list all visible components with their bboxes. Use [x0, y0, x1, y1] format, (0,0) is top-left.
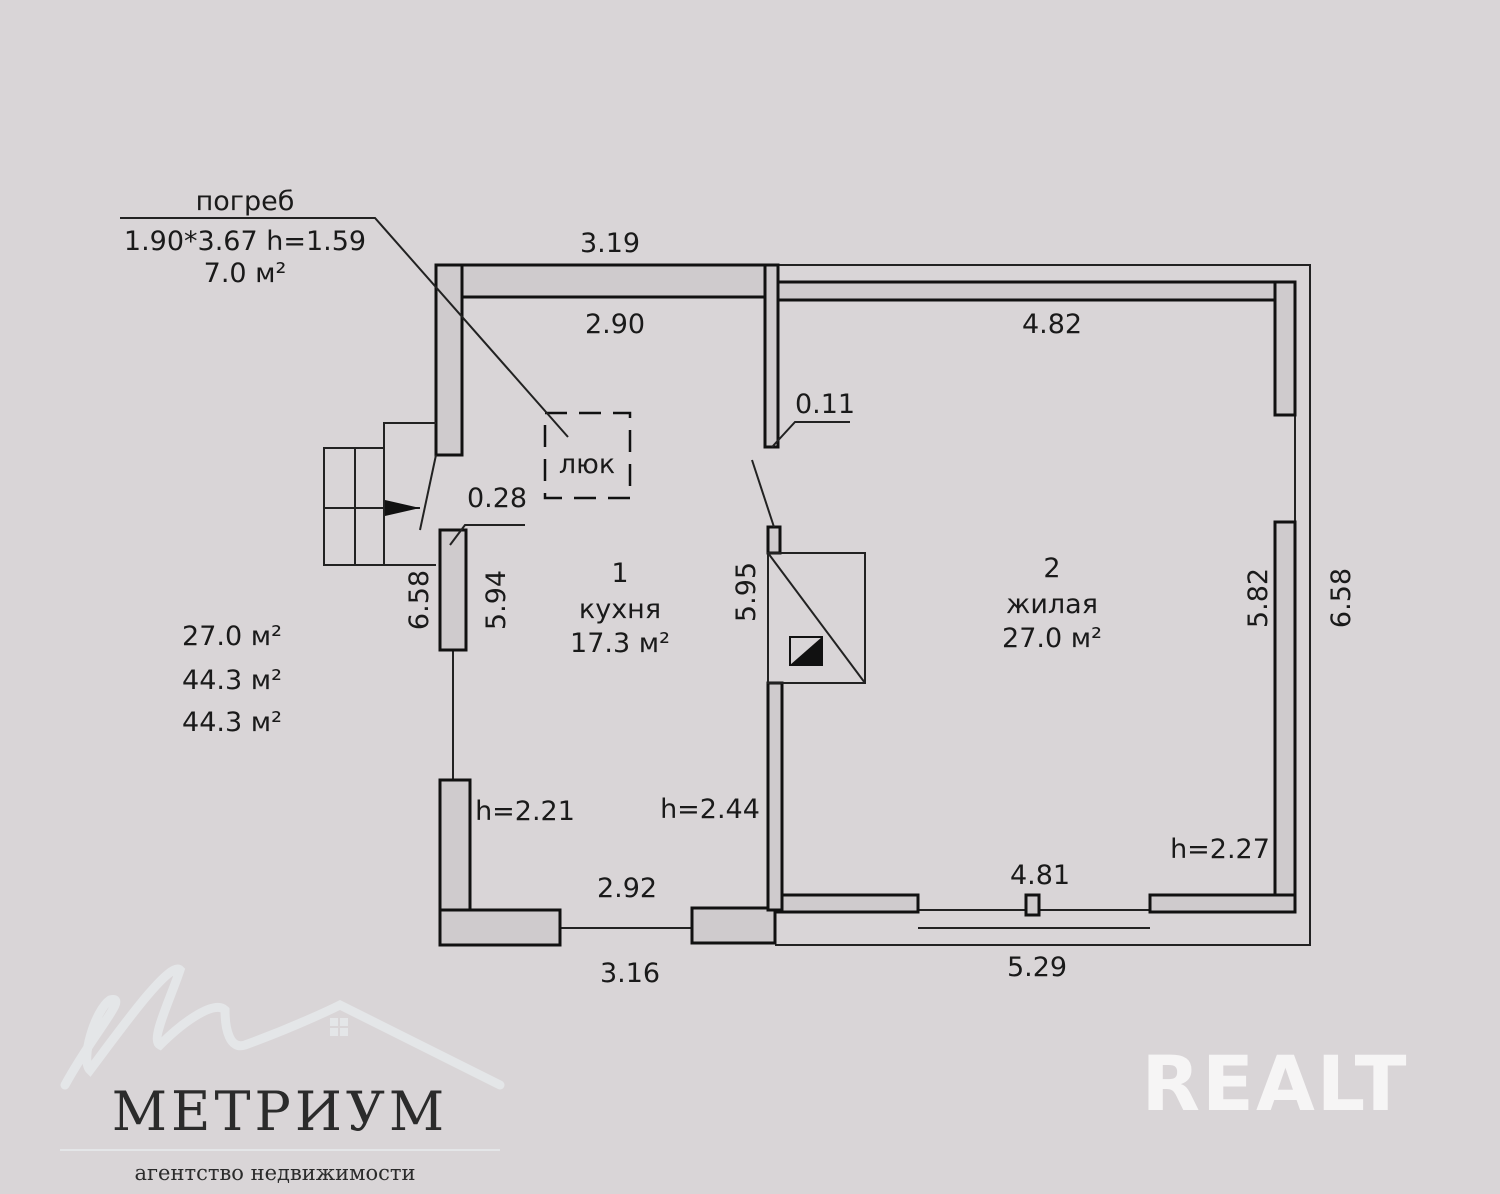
- total-area: 44.3 м²: [182, 665, 282, 696]
- veranda-height: h=2.21: [475, 796, 575, 827]
- inner-door: [751, 459, 775, 528]
- outer-contour: [765, 264, 1311, 946]
- entry-door: [419, 454, 437, 531]
- room-1-height: h=2.44: [660, 794, 760, 825]
- cellar-area: 7.0 м²: [204, 258, 287, 289]
- room-1-area: 17.3 м²: [570, 628, 670, 659]
- dim-bottom-living-outer: 5.29: [1007, 952, 1067, 983]
- dim-left-outer: 6.58: [404, 570, 435, 630]
- dim-right-inner: 5.82: [1243, 568, 1274, 628]
- entry-steps: [323, 422, 436, 566]
- metrium-logo: МЕТРИУМ агентство недвижимости: [60, 964, 505, 1185]
- walls: [434, 263, 1297, 947]
- stove-diagonal: [767, 552, 866, 684]
- total-area-2: 44.3 м²: [182, 707, 282, 738]
- dim-top-living: 4.82: [1022, 309, 1082, 340]
- dim-top-kitchen: 2.90: [585, 309, 645, 340]
- stove: [767, 552, 866, 684]
- room-2-height: h=2.27: [1170, 834, 1270, 865]
- cellar-title: погреб: [196, 186, 295, 217]
- cellar-leader: [120, 217, 569, 438]
- dim-bottom-kitchen-outer: 3.16: [600, 958, 660, 989]
- room-1-number: 1: [611, 558, 628, 589]
- wall-leader: [449, 524, 525, 546]
- cellar-size: 1.90*3.67 h=1.59: [124, 226, 366, 257]
- realt-watermark: REALT: [1142, 1039, 1409, 1128]
- dim-bottom-kitchen: 2.92: [597, 873, 657, 904]
- agency-name: МЕТРИУМ: [112, 1080, 448, 1143]
- dim-right-outer: 6.58: [1326, 568, 1357, 628]
- dim-partition-length: 5.95: [731, 562, 762, 622]
- dim-partition: 0.11: [795, 389, 855, 420]
- dim-wall: 0.28: [467, 483, 527, 514]
- chimney-fill: [790, 637, 822, 665]
- dim-bottom-living: 4.81: [1010, 860, 1070, 891]
- room-2-area: 27.0 м²: [1002, 623, 1102, 654]
- total-living-area: 27.0 м²: [182, 621, 282, 652]
- dim-left-inner: 5.94: [481, 570, 512, 630]
- partition-leader: [771, 421, 850, 448]
- room-2-number: 2: [1043, 553, 1060, 584]
- agency-subtitle: агентство недвижимости: [135, 1161, 416, 1185]
- dim-top-outer: 3.19: [580, 228, 640, 259]
- hatch-label: люк: [559, 449, 615, 480]
- hatch: [543, 411, 632, 500]
- room-2-name: жилая: [1006, 589, 1098, 620]
- room-1-name: кухня: [579, 594, 661, 625]
